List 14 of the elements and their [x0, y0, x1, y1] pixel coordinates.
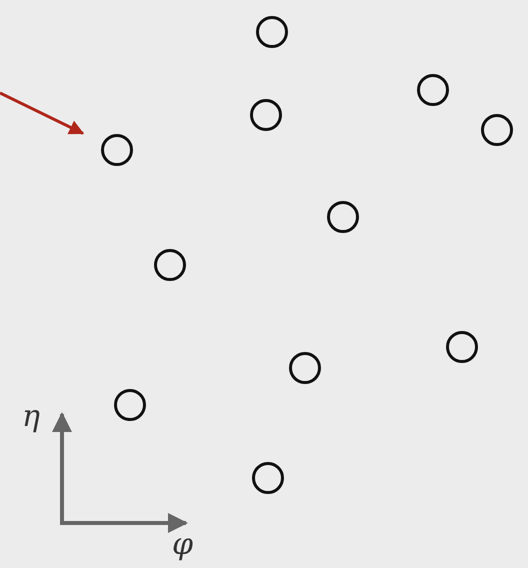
axis-label: η [22, 402, 40, 432]
circle-marker [252, 462, 284, 494]
circle-marker [256, 16, 288, 48]
axis-label: φ [172, 530, 194, 560]
circle-marker [250, 99, 282, 131]
arrow [0, 92, 84, 135]
circle-marker [417, 74, 449, 106]
circle-marker [481, 114, 513, 146]
circle-marker [154, 249, 186, 281]
circle-marker [289, 352, 321, 384]
circle-marker [327, 201, 359, 233]
circle-marker [446, 331, 478, 363]
circle-marker [114, 389, 146, 421]
circle-marker [101, 134, 133, 166]
